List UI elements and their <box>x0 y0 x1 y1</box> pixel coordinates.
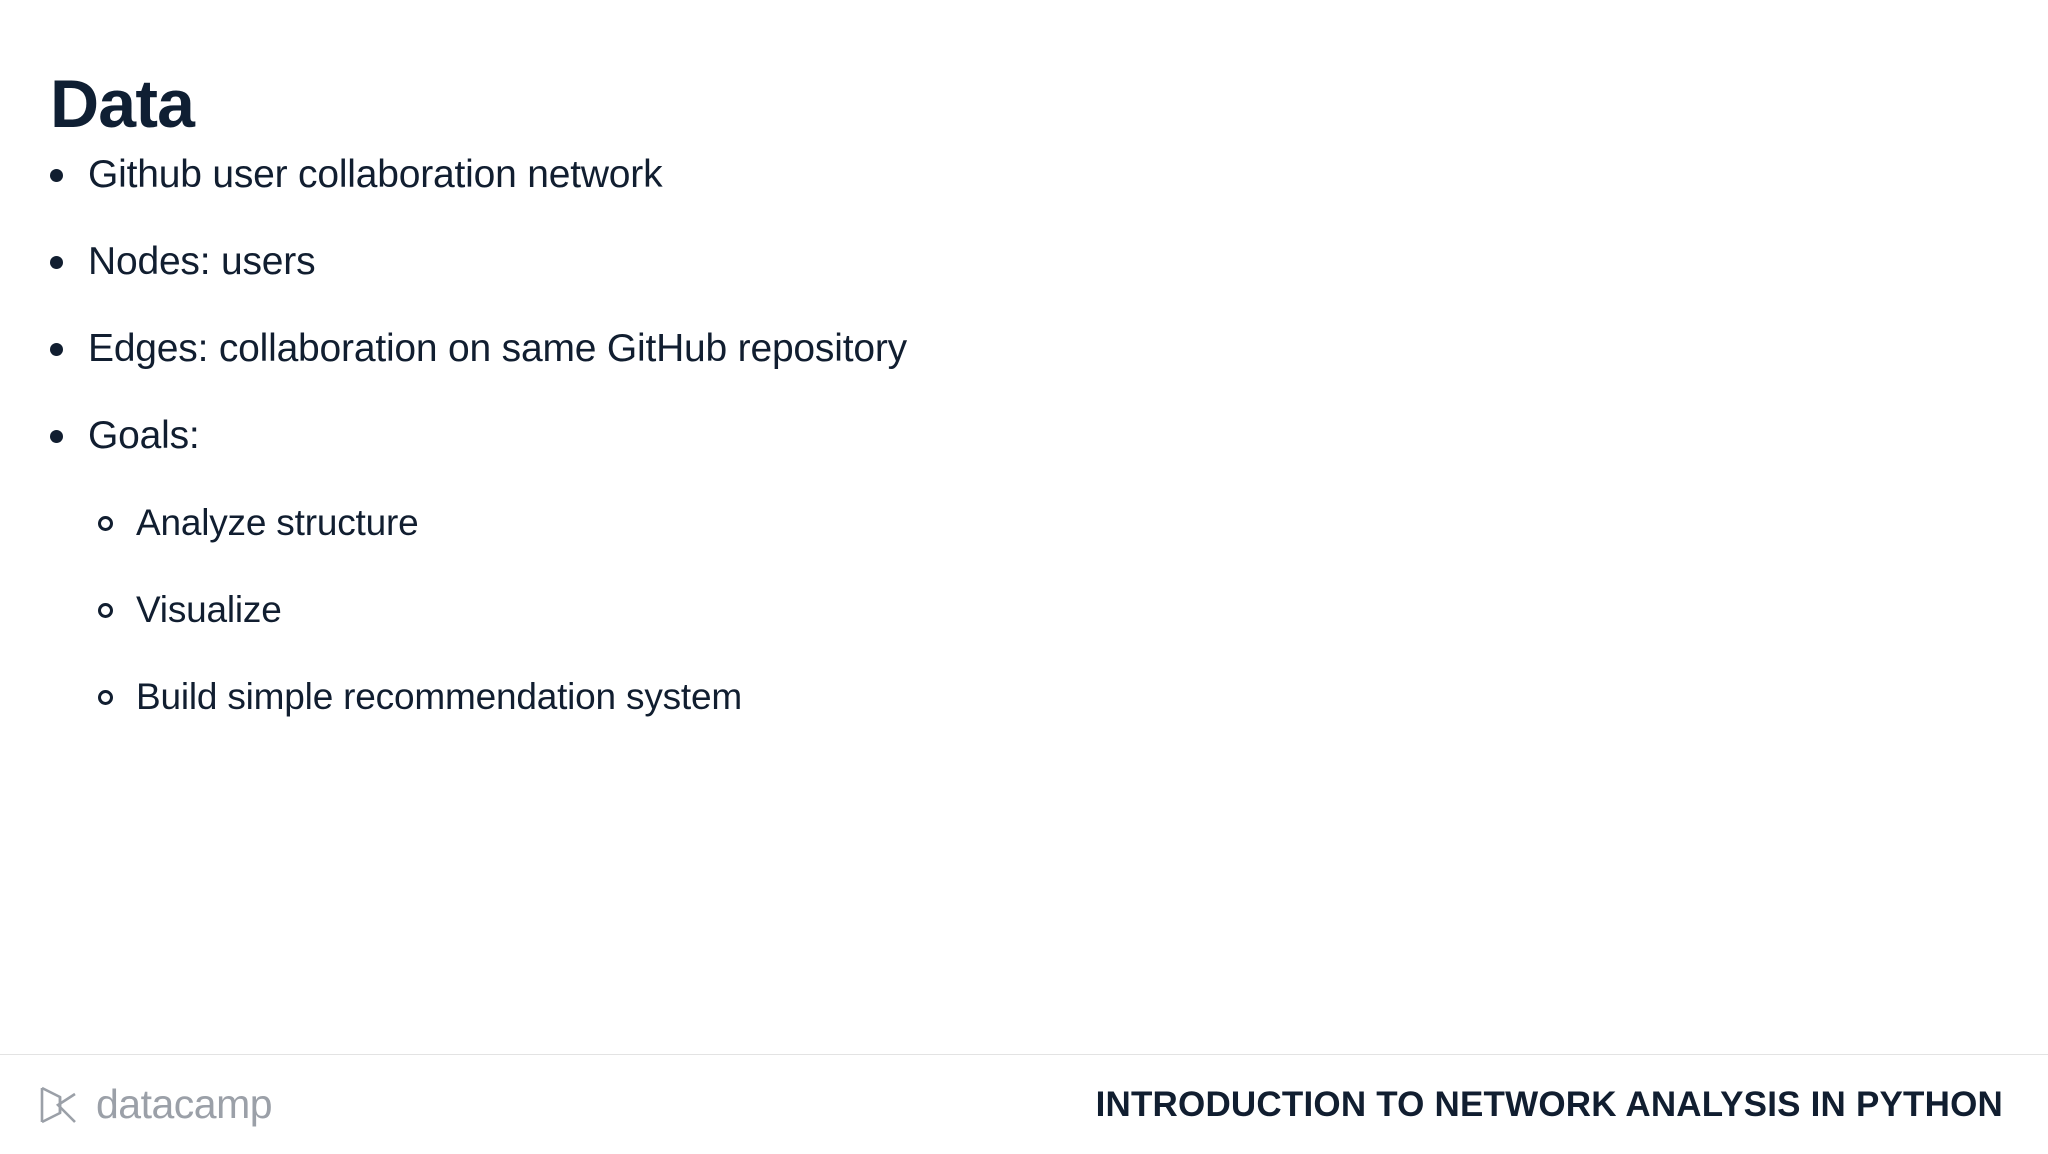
solid-bullet-icon <box>50 152 88 198</box>
list-item: Build simple recommendation system <box>50 674 1910 761</box>
list-item-label: Github user collaboration network <box>88 153 663 196</box>
list-item-label: Visualize <box>136 589 282 630</box>
solid-bullet-icon <box>50 239 88 285</box>
list-item: Github user collaboration network <box>50 152 1910 239</box>
bullet-list: Github user collaboration network Nodes:… <box>50 152 1910 761</box>
list-item-label: Edges: collaboration on same GitHub repo… <box>88 327 907 370</box>
course-title: INTRODUCTION TO NETWORK ANALYSIS IN PYTH… <box>1095 1084 2003 1124</box>
list-item: Goals: <box>50 413 1910 500</box>
list-item-label: Nodes: users <box>88 240 316 283</box>
list-item-label: Build simple recommendation system <box>136 676 742 717</box>
brand-logo: datacamp <box>34 1081 273 1129</box>
list-item: Visualize <box>50 587 1910 674</box>
solid-bullet-icon <box>50 326 88 372</box>
list-item: Analyze structure <box>50 500 1910 587</box>
hollow-bullet-icon <box>98 587 136 633</box>
slide-footer: datacamp INTRODUCTION TO NETWORK ANALYSI… <box>0 1055 2048 1154</box>
hollow-bullet-icon <box>98 674 136 720</box>
list-item-label: Goals: <box>88 414 200 457</box>
brand-wordmark: datacamp <box>96 1081 273 1127</box>
list-item: Edges: collaboration on same GitHub repo… <box>50 326 1910 413</box>
hollow-bullet-icon <box>98 500 136 546</box>
list-item-label: Analyze structure <box>136 502 419 543</box>
list-item: Nodes: users <box>50 239 1910 326</box>
datacamp-logo-icon <box>40 1086 76 1123</box>
solid-bullet-icon <box>50 413 88 459</box>
page-title: Data <box>50 65 195 142</box>
footer-divider <box>0 1054 2048 1055</box>
